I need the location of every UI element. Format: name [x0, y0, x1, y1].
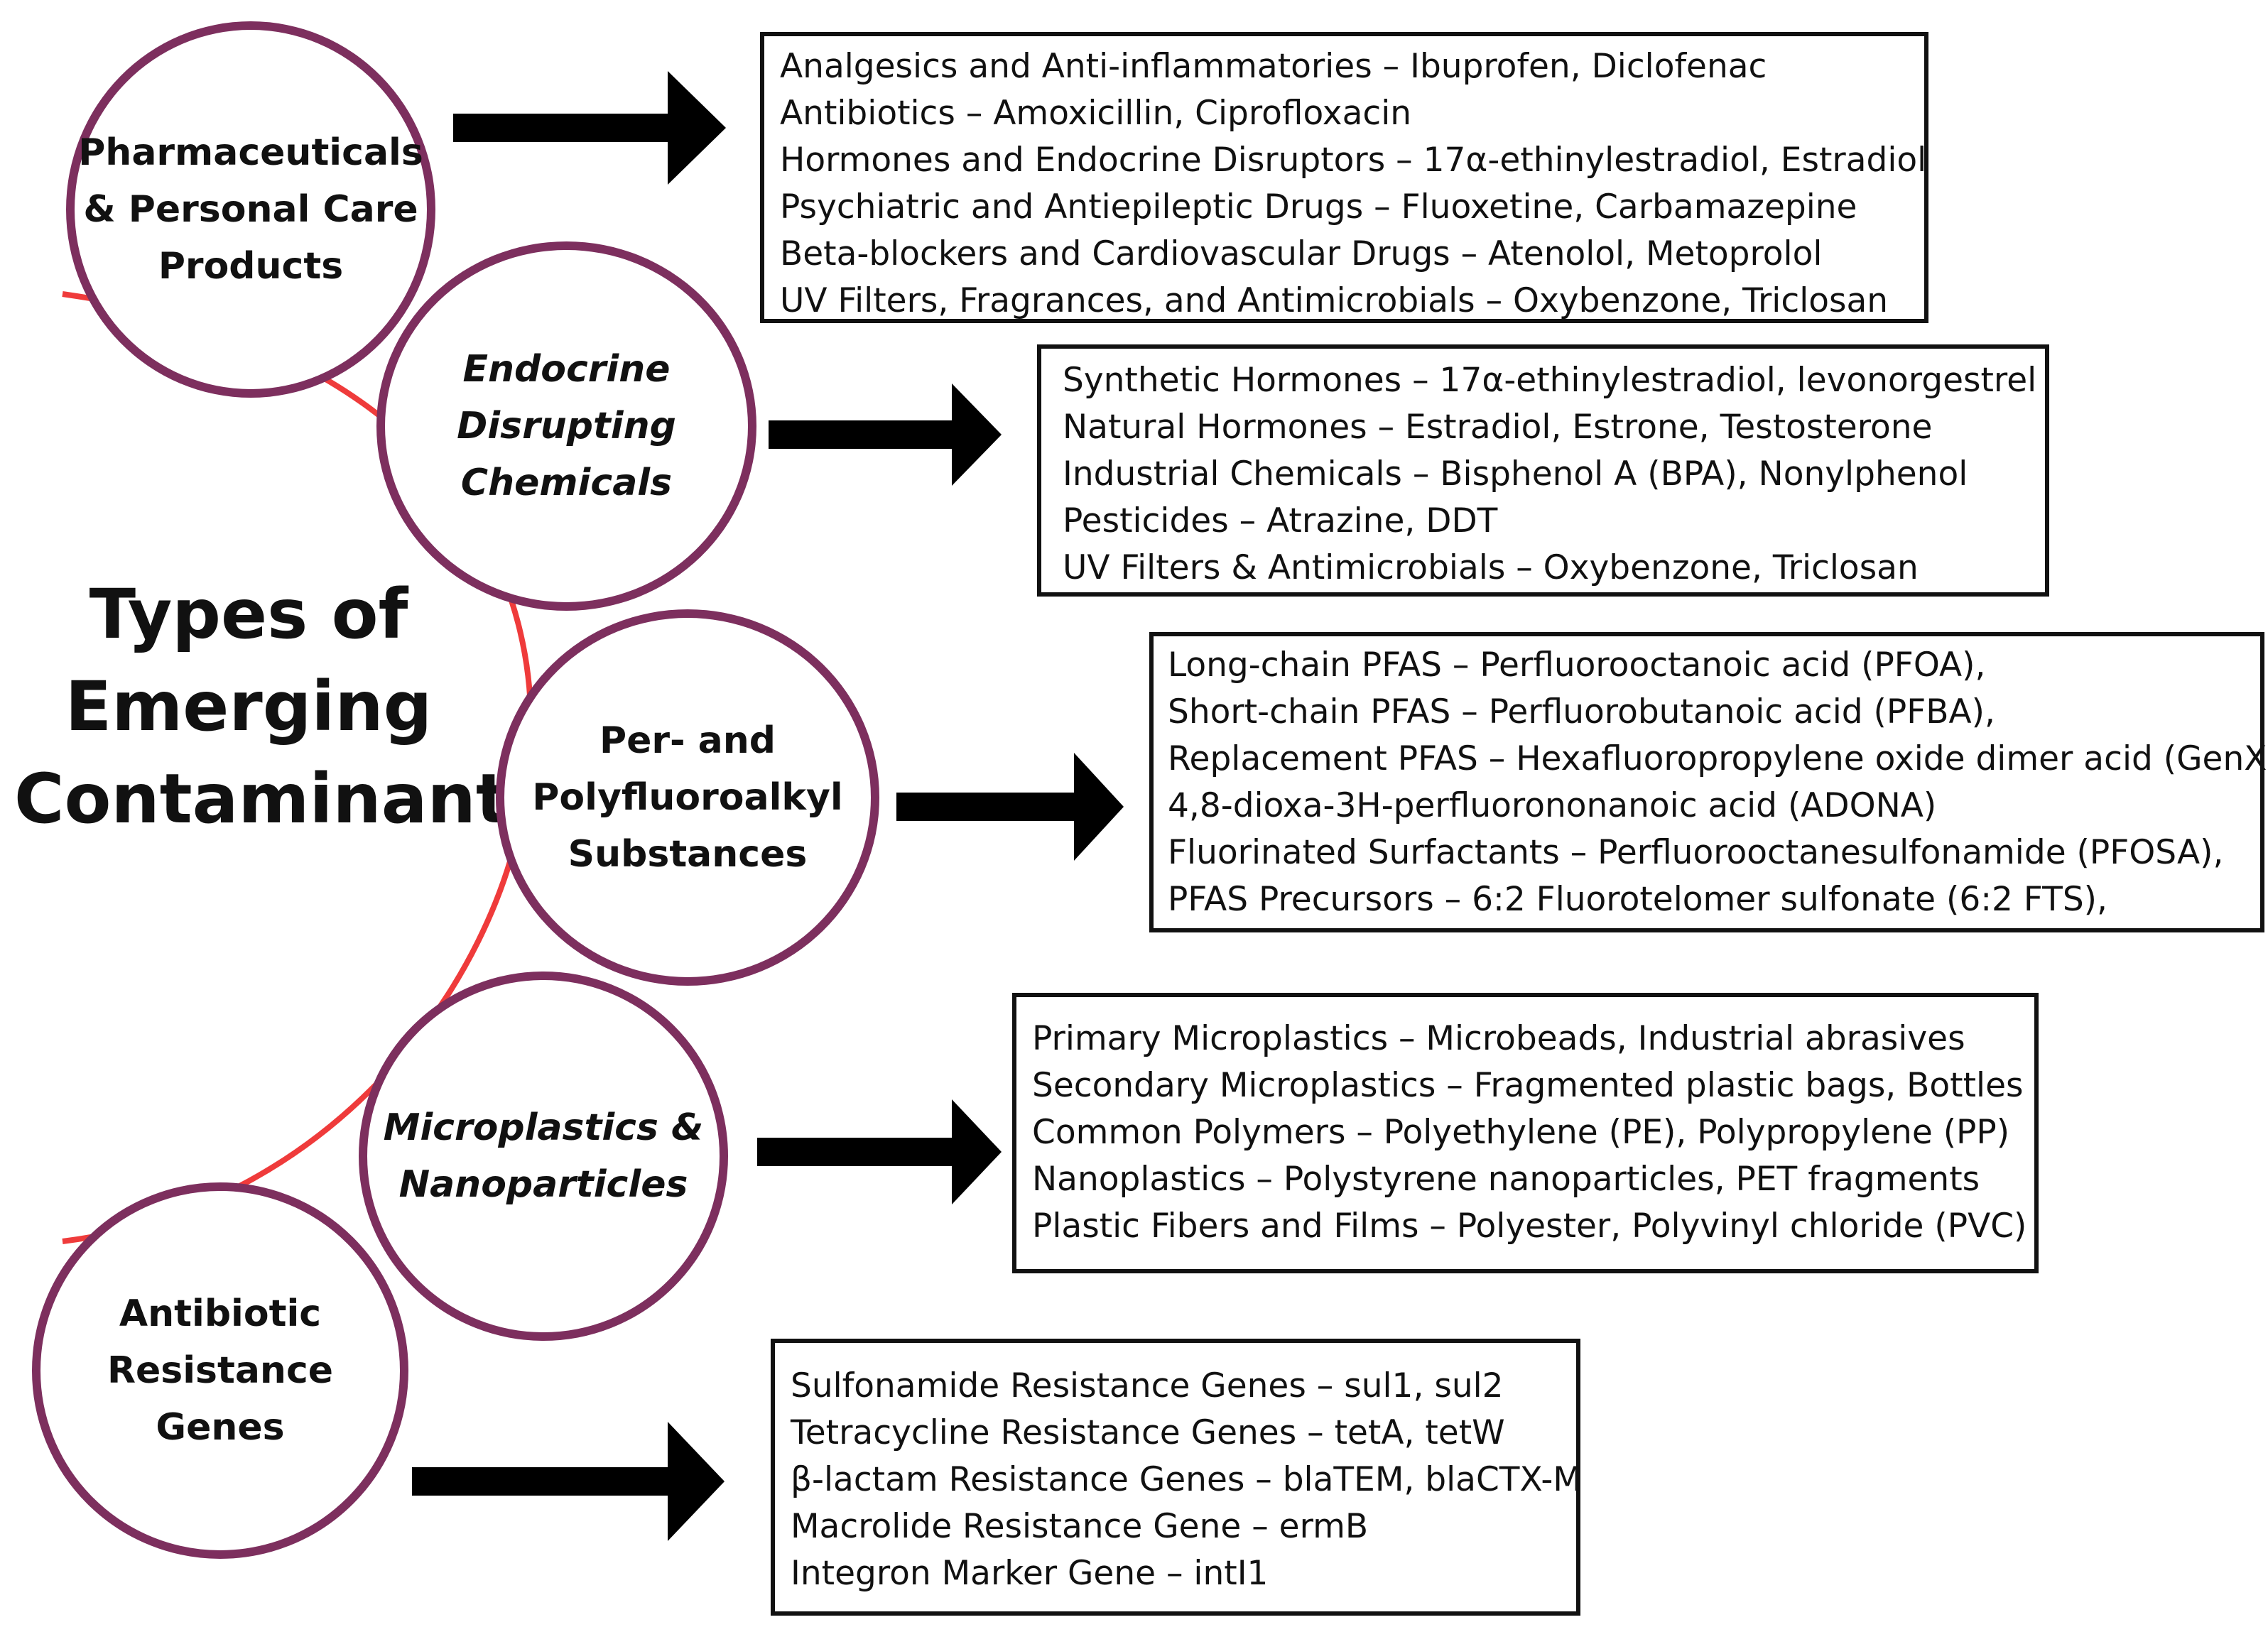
- category-circle-pfas: Per- and Polyfluoroalkyl Substances: [496, 609, 879, 986]
- category-label-pfas: Per- and Polyfluoroalkyl Substances: [532, 719, 843, 876]
- example-item: β-lactam Resistance Genes – blaTEM, blaC…: [791, 1460, 1582, 1499]
- category-label-endocrine: Endocrine Disrupting Chemicals: [457, 348, 676, 504]
- category-circle-endocrine: Endocrine Disrupting Chemicals: [376, 241, 756, 611]
- example-item: Antibiotics – Amoxicillin, Ciprofloxacin: [780, 94, 1412, 133]
- example-item: Nanoplastics – Polystyrene nanoparticles…: [1032, 1160, 1980, 1199]
- example-item: 4,8-dioxa-3H-perfluorononanoic acid (ADO…: [1168, 786, 1937, 825]
- example-item: Pesticides – Atrazine, DDT: [1063, 501, 1498, 540]
- examples-box-arg: Sulfonamide Resistance Genes – sul1, sul…: [771, 1339, 1582, 1616]
- example-item: Psychiatric and Antiepileptic Drugs – Fl…: [780, 187, 1857, 227]
- example-item: Natural Hormones – Estradiol, Estrone, T…: [1063, 408, 1933, 447]
- example-item: UV Filters & Antimicrobials – Oxybenzone…: [1063, 548, 1919, 587]
- category-circle-pharmaceuticals: Pharmaceuticals & Personal Care Products: [66, 21, 435, 398]
- examples-box-microplastics: Primary Microplastics – Microbeads, Indu…: [1012, 993, 2039, 1273]
- example-item: Primary Microplastics – Microbeads, Indu…: [1032, 1019, 1965, 1058]
- examples-box-endocrine: Synthetic Hormones – 17α-ethinylestradio…: [1037, 344, 2049, 597]
- category-label-pharmaceuticals: Pharmaceuticals & Personal Care Products: [78, 131, 423, 288]
- category-circle-arg: Antibiotic Resistance Genes: [32, 1182, 408, 1559]
- arrow-microplastics: [757, 1099, 1002, 1204]
- example-item: Long-chain PFAS – Perfluorooctanoic acid…: [1168, 646, 1986, 685]
- category-label-arg: Antibiotic Resistance Genes: [107, 1293, 334, 1449]
- arrow-pharmaceuticals: [453, 71, 726, 185]
- example-item: Beta-blockers and Cardiovascular Drugs –…: [780, 234, 1823, 273]
- example-item: UV Filters, Fragrances, and Antimicrobia…: [780, 281, 1889, 320]
- arrow-arg: [412, 1422, 725, 1541]
- arrow-endocrine: [769, 383, 1002, 486]
- example-item: Hormones and Endocrine Disruptors – 17α-…: [780, 141, 1927, 180]
- example-item: Analgesics and Anti-inflammatories – Ibu…: [780, 47, 1767, 86]
- example-item: Tetracycline Resistance Genes – tetA, te…: [791, 1413, 1505, 1452]
- example-item: Secondary Microplastics – Fragmented pla…: [1032, 1066, 2024, 1105]
- category-circle-microplastics: Microplastics & Nanoparticles: [359, 972, 728, 1341]
- example-item: PFAS Precursors – 6:2 Fluorotelomer sulf…: [1168, 880, 2107, 919]
- arrow-pfas: [896, 753, 1124, 861]
- example-item: Industrial Chemicals – Bisphenol A (BPA)…: [1063, 455, 1968, 494]
- example-item: Plastic Fibers and Films – Polyester, Po…: [1032, 1207, 2027, 1246]
- example-item: Sulfonamide Resistance Genes – sul1, sul…: [791, 1366, 1504, 1405]
- example-item: Synthetic Hormones – 17α-ethinylestradio…: [1063, 361, 2037, 400]
- category-label-microplastics: Microplastics & Nanoparticles: [383, 1106, 704, 1206]
- example-item: Replacement PFAS – Hexafluoropropylene o…: [1168, 739, 2268, 778]
- example-item: Integron Marker Gene – intI1: [791, 1554, 1269, 1593]
- examples-box-pharmaceuticals: Analgesics and Anti-inflammatories – Ibu…: [760, 32, 1928, 323]
- examples-box-pfas: Long-chain PFAS – Perfluorooctanoic acid…: [1149, 632, 2268, 932]
- example-item: Common Polymers – Polyethylene (PE), Pol…: [1032, 1113, 2010, 1152]
- example-item: Fluorinated Surfactants – Perfluorooctan…: [1168, 833, 2224, 872]
- diagram-title: Types of Emerging Contaminants: [14, 575, 549, 839]
- example-item: Macrolide Resistance Gene – ermB: [791, 1507, 1369, 1546]
- example-item: Short-chain PFAS – Perfluorobutanoic aci…: [1168, 692, 1995, 731]
